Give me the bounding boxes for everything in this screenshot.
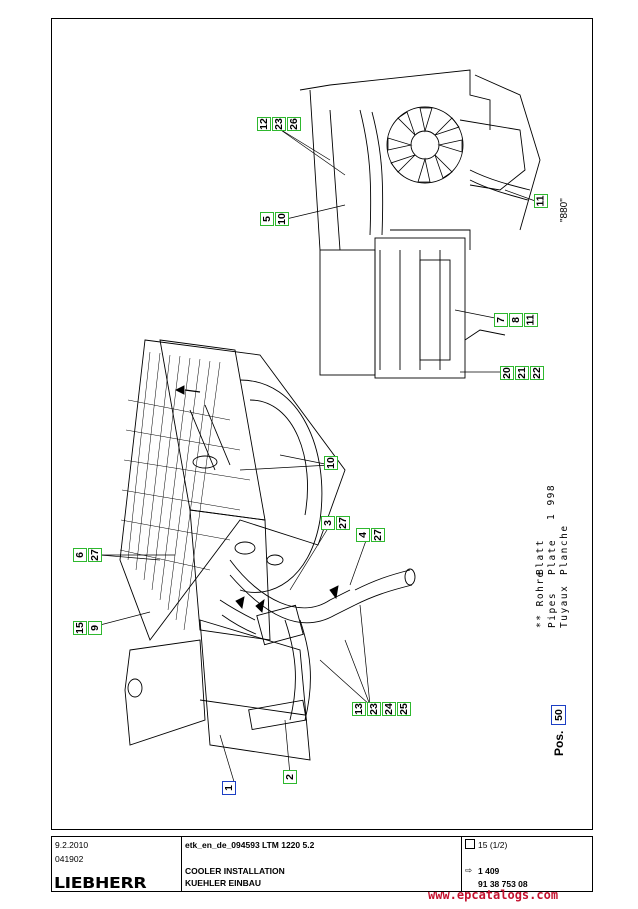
callout-4: 4 <box>356 528 370 542</box>
page-number: 15 (1/2) <box>478 840 508 850</box>
callout-9: 9 <box>88 621 102 635</box>
title-block-right: 15 (1/2) ⇨ 1 409 91 38 753 08 <box>462 837 594 891</box>
callout-11: 11 <box>524 313 538 327</box>
legend-plate: Plate <box>547 538 558 575</box>
legend-pipes: Pipes <box>547 591 558 628</box>
legend-tuyaux: Tuyaux <box>559 584 570 628</box>
plate-number: 1 998 <box>546 483 557 520</box>
date-text: 9.2.2010 <box>55 840 89 850</box>
callout-1: 1 <box>222 781 236 795</box>
legend-planche: Planche <box>559 524 570 575</box>
callout-7: 7 <box>494 313 508 327</box>
reference-arrow-icon: ⇨ <box>465 865 473 875</box>
title-english: COOLER INSTALLATION <box>185 866 285 876</box>
callout-21: 21 <box>515 366 529 380</box>
title-block: 9.2.2010 041902 LIEBHERR etk_en_de_09459… <box>51 836 593 892</box>
page-box-icon <box>465 839 475 849</box>
callout-25: 25 <box>397 702 411 716</box>
legend-blatt: Blatt <box>535 538 546 575</box>
reference-2: 91 38 753 08 <box>478 879 528 889</box>
pos-value: 50 <box>551 705 566 725</box>
liebherr-logo: LIEBHERR <box>54 874 147 892</box>
dimension-label: "880" <box>559 198 570 222</box>
callout-22: 22 <box>530 366 544 380</box>
title-block-left: 9.2.2010 041902 LIEBHERR <box>52 837 182 892</box>
callout-24: 24 <box>382 702 396 716</box>
callout-8: 8 <box>509 313 523 327</box>
watermark: www.epcatalogs.com <box>428 888 559 902</box>
callout-6: 6 <box>73 548 87 562</box>
callout-27: 27 <box>88 548 102 562</box>
callout-26: 26 <box>287 117 301 131</box>
legend-rohre: ** Rohre <box>535 570 546 628</box>
callout-11: 11 <box>534 194 548 208</box>
callout-27: 27 <box>371 528 385 542</box>
callout-2: 2 <box>283 770 297 784</box>
callout-12: 12 <box>257 117 271 131</box>
drawing-frame <box>51 18 593 830</box>
callout-27: 27 <box>336 516 350 530</box>
callout-10: 10 <box>275 212 289 226</box>
callout-15: 15 <box>73 621 87 635</box>
callout-23: 23 <box>367 702 381 716</box>
callout-23: 23 <box>272 117 286 131</box>
title-block-middle: etk_en_de_094593 LTM 1220 5.2 COOLER INS… <box>182 837 462 891</box>
callout-5: 5 <box>260 212 274 226</box>
code-text: 041902 <box>55 854 84 864</box>
callout-20: 20 <box>500 366 514 380</box>
reference-1: 1 409 <box>478 866 500 876</box>
callout-13: 13 <box>352 702 366 716</box>
document-id: etk_en_de_094593 LTM 1220 5.2 <box>185 840 315 850</box>
callout-3: 3 <box>321 516 335 530</box>
title-german: KUEHLER EINBAU <box>185 878 262 888</box>
pos-label: Pos. <box>552 730 566 756</box>
callout-10: 10 <box>324 456 338 470</box>
